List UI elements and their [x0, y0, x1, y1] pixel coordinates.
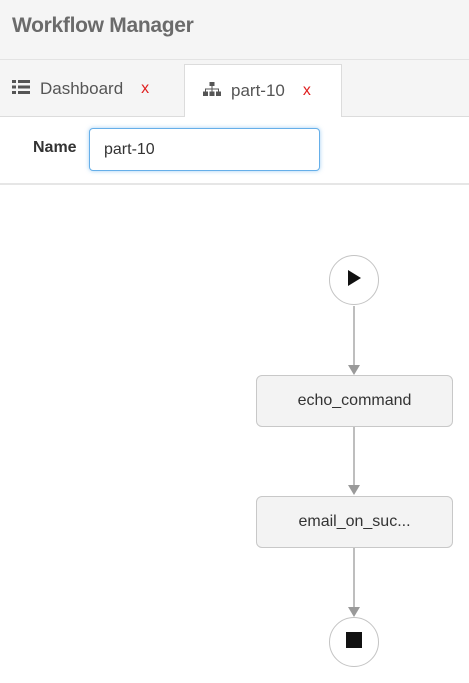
name-label: Name [33, 139, 77, 156]
app-header: Workflow Manager [0, 0, 469, 60]
tab-part-10-label: part-10 [231, 81, 285, 100]
name-input[interactable] [89, 128, 320, 171]
tab-part-10-close-button[interactable]: x [302, 82, 311, 99]
arrow-head-icon [348, 607, 360, 617]
workflow-node-email-on-success[interactable]: email_on_suc... [256, 496, 453, 548]
workflow-canvas: echo_command email_on_suc... [0, 185, 469, 683]
sitemap-icon [203, 81, 221, 101]
tab-dashboard[interactable]: Dashboard x [0, 60, 184, 117]
arrow-head-icon [348, 365, 360, 375]
end-node[interactable] [329, 617, 379, 667]
tab-bar: Dashboard x part-10 x [0, 60, 469, 118]
grid-icon [12, 79, 30, 99]
tab-dashboard-label: Dashboard [40, 78, 124, 98]
arrow-head-icon [348, 485, 360, 495]
workflow-edges [348, 306, 360, 617]
start-node[interactable] [329, 255, 379, 305]
tab-part-10[interactable]: part-10 x [184, 64, 342, 118]
tab-dashboard-close-button[interactable]: x [141, 79, 150, 97]
play-icon [346, 269, 362, 291]
name-form-row: Name [0, 117, 469, 185]
app-title: Workflow Manager [12, 14, 194, 37]
workflow-node-echo-command[interactable]: echo_command [256, 375, 453, 427]
stop-icon [346, 631, 362, 653]
